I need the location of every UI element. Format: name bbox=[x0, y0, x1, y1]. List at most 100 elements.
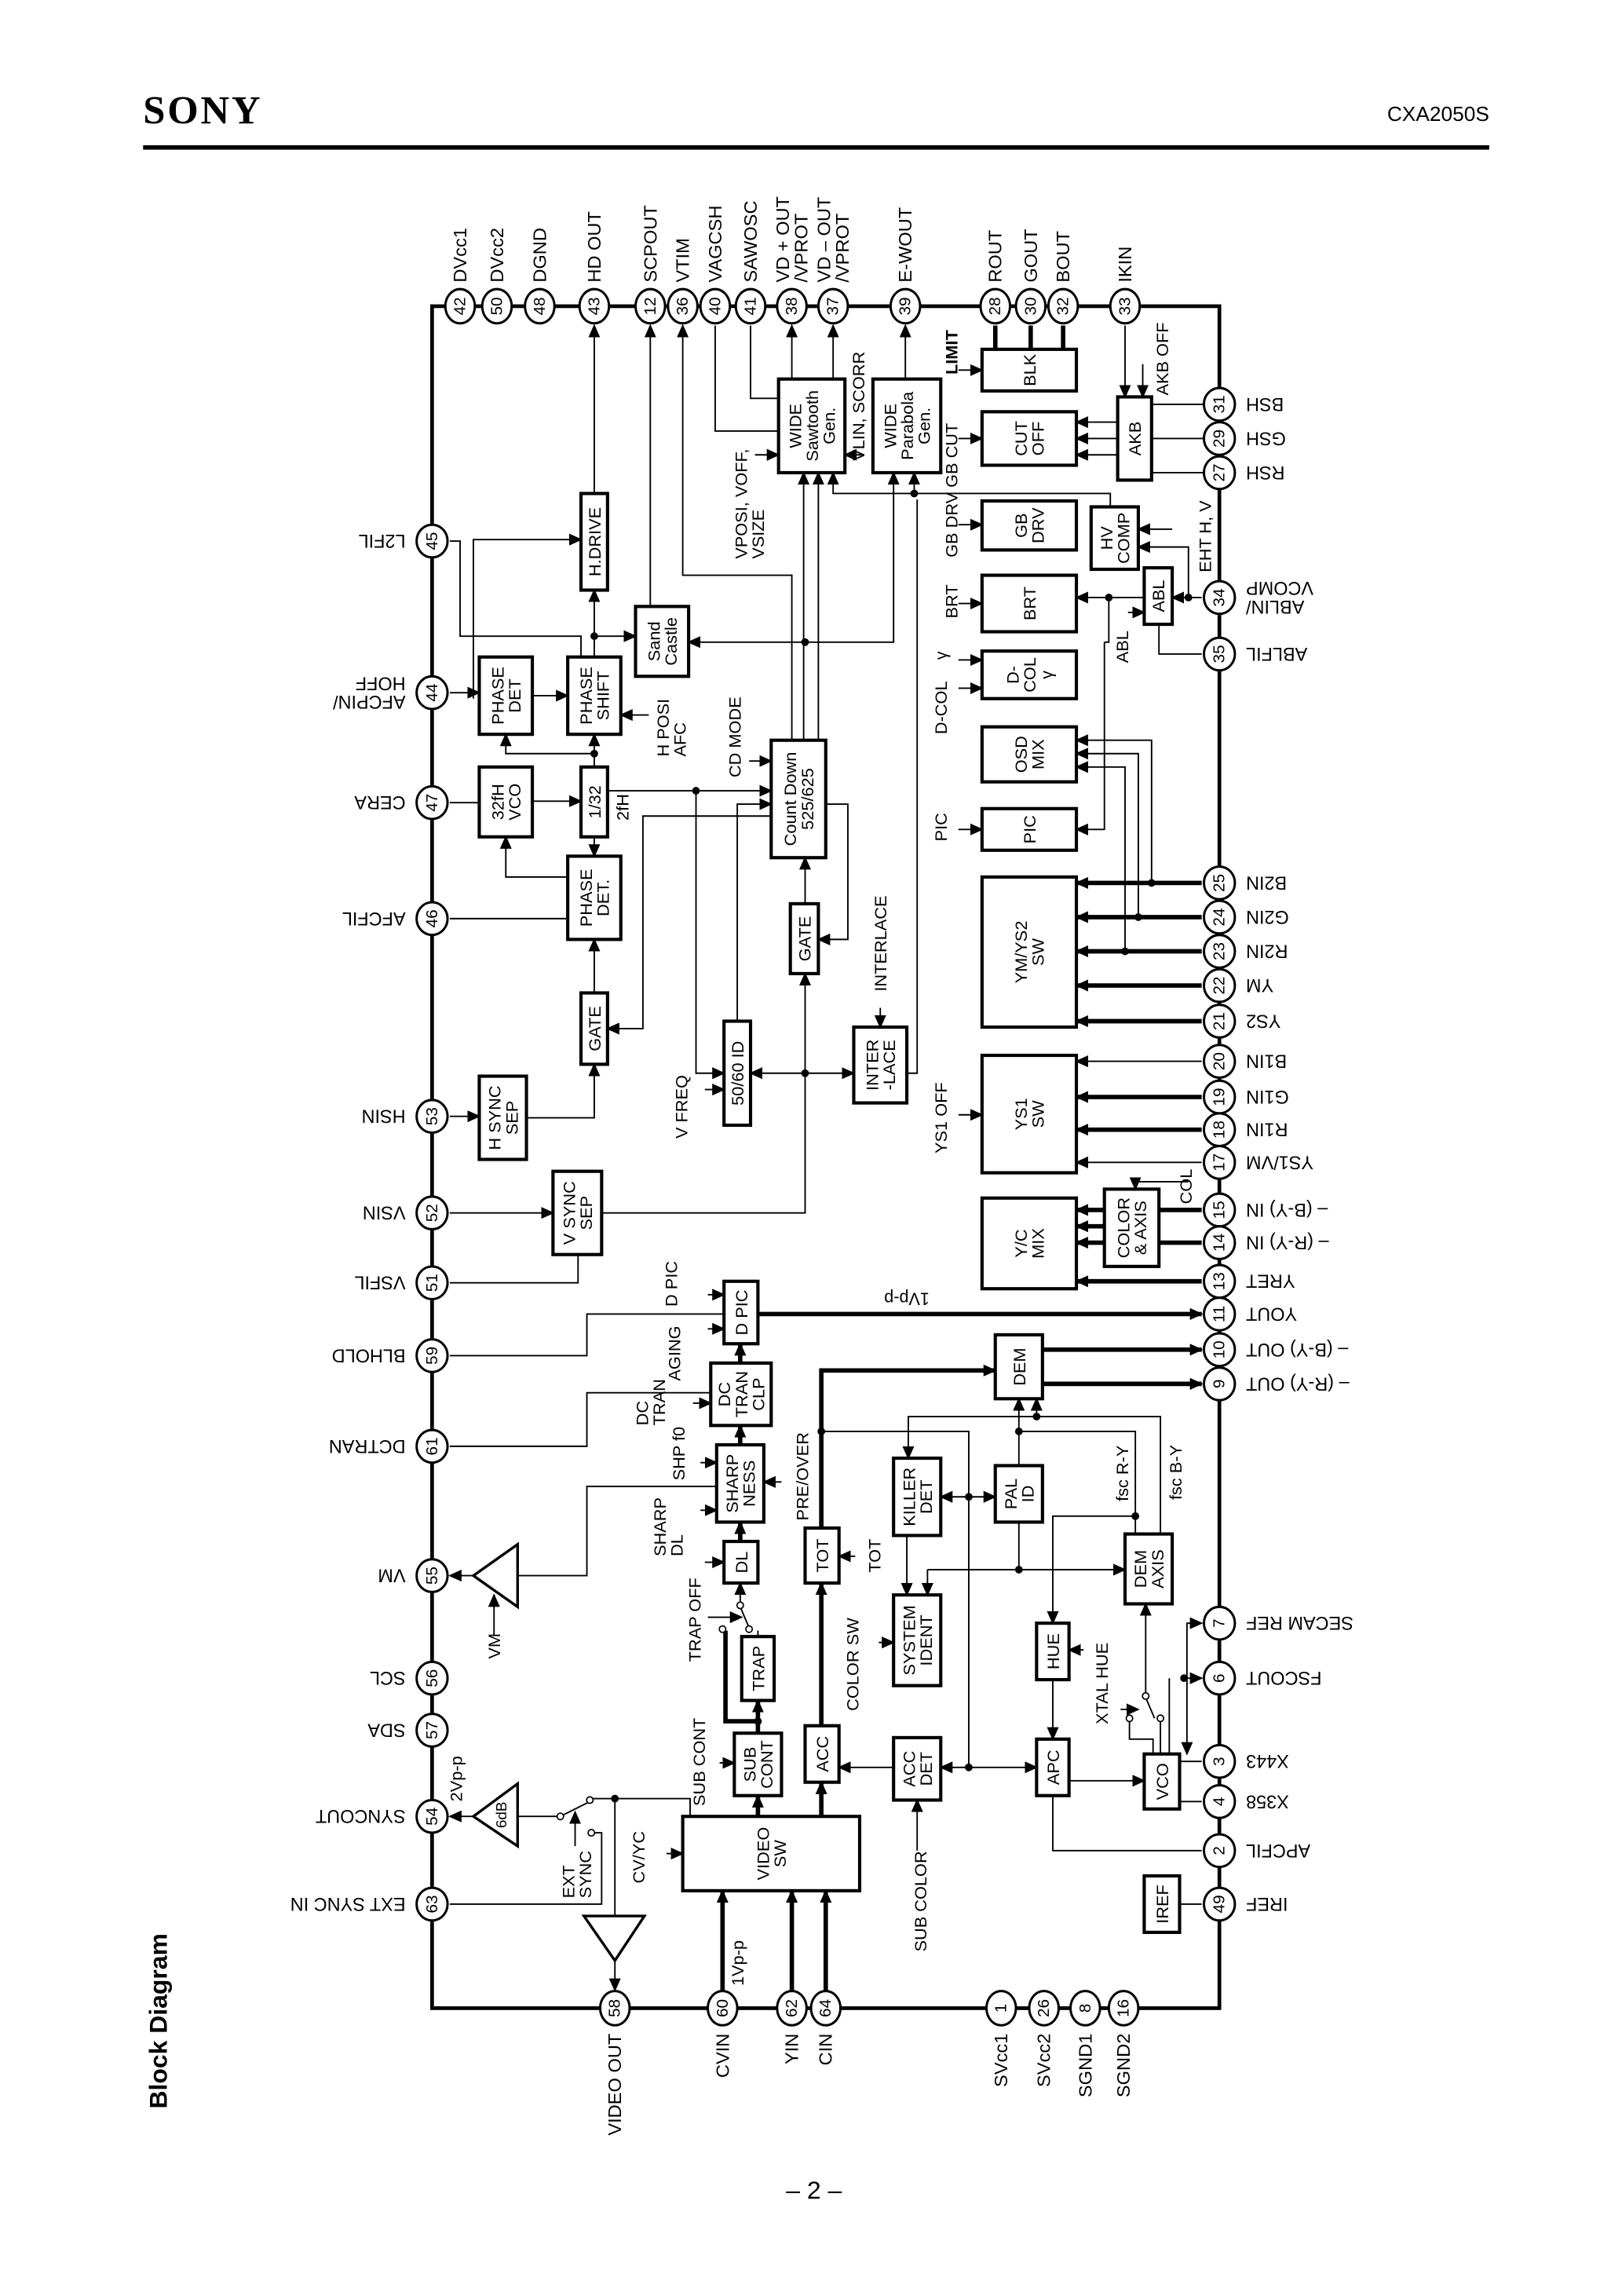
pin-number: 15 bbox=[1211, 1201, 1229, 1219]
switch-contact bbox=[556, 1812, 564, 1821]
signal-label: SHP f0 bbox=[669, 1427, 689, 1481]
block-label-line: ACC bbox=[899, 1751, 919, 1787]
pin-label: AFCFIL bbox=[342, 909, 406, 929]
block-label: WIDEParabolaGen. bbox=[880, 391, 933, 460]
block-box bbox=[579, 991, 609, 1066]
signal-label: INTERLACE bbox=[871, 896, 890, 992]
signal-label-line: GB CUT bbox=[941, 423, 961, 488]
signal-wire bbox=[593, 1797, 691, 1817]
signal-wire bbox=[1181, 1617, 1204, 1756]
block-trap: TRAP bbox=[740, 1635, 776, 1702]
block-abl: ABL bbox=[1142, 566, 1174, 627]
pin-circle bbox=[776, 287, 808, 325]
junction-dot bbox=[1014, 1566, 1023, 1574]
block-label: PHASEDET. bbox=[576, 868, 612, 927]
signal-label-line: DC bbox=[632, 1401, 652, 1425]
signal-label: 1Vp-p bbox=[728, 1940, 747, 1986]
signal-label: YS1 OFF bbox=[931, 1082, 951, 1153]
block-d-pic: D PIC bbox=[722, 1279, 760, 1346]
block-label-line: ABL bbox=[1149, 580, 1168, 612]
block-label: SUBCONT bbox=[740, 1740, 776, 1789]
pin-52: 52 VSIN bbox=[363, 1195, 449, 1231]
signal-wire bbox=[1158, 624, 1202, 655]
pin-circle bbox=[1202, 1660, 1237, 1696]
junction-dot bbox=[1121, 947, 1129, 956]
pin-circle bbox=[480, 287, 513, 325]
pin-label-line: HSIN bbox=[362, 1106, 406, 1127]
block-label-line: DL bbox=[731, 1552, 751, 1574]
pin-label-line: YS2 bbox=[1246, 1011, 1280, 1031]
pin-label-line: SCPOUT bbox=[640, 205, 660, 283]
pin-label-line: VIDEO OUT bbox=[605, 2034, 625, 2136]
block-label-line: H.DRIVE bbox=[584, 507, 604, 576]
pin-circle bbox=[524, 287, 556, 325]
block-label: BLK bbox=[1019, 353, 1039, 386]
block-label-line: DET bbox=[916, 1752, 936, 1786]
pin-label: GSH bbox=[1246, 428, 1286, 448]
pin-label-line: VD + OUT bbox=[773, 196, 793, 283]
signal-wire bbox=[1145, 1697, 1156, 1719]
block-label-line: DRV bbox=[1028, 507, 1047, 543]
block-label-line: MIX bbox=[1028, 1228, 1047, 1259]
pin-number: 21 bbox=[1211, 1012, 1229, 1030]
pin-number: 58 bbox=[606, 1999, 624, 2017]
pin-label: X358 bbox=[1246, 1791, 1289, 1812]
pin-circle bbox=[1202, 1833, 1237, 1869]
block-box bbox=[788, 901, 820, 975]
pin-number: 52 bbox=[423, 1204, 441, 1222]
pin-number: 23 bbox=[1211, 942, 1229, 960]
pin-circle bbox=[1202, 1605, 1237, 1641]
pin-label-line: B2IN bbox=[1246, 872, 1287, 893]
signal-wire bbox=[1128, 1721, 1154, 1754]
block-box bbox=[477, 765, 535, 839]
pin-39: 39E-WOUT bbox=[889, 207, 922, 325]
pin-circle bbox=[1202, 1004, 1237, 1039]
pin-circle bbox=[1202, 967, 1237, 1004]
pin-circle bbox=[1202, 1886, 1237, 1922]
block-label: 50/60 ID bbox=[728, 1041, 747, 1106]
block-label: INTER-LACE bbox=[862, 1040, 898, 1091]
block-dc-tran-clp: DCTRANCLP bbox=[709, 1361, 773, 1428]
block-label: HUE bbox=[1043, 1633, 1063, 1669]
block-divider-1-32: 1/32 bbox=[579, 765, 609, 839]
signal-label-line: VSIZE bbox=[747, 510, 767, 559]
pin-label: VSIN bbox=[363, 1203, 406, 1223]
pin-label: BOUT bbox=[1053, 231, 1073, 283]
pin-label: – (B-Y) OUT bbox=[1246, 1340, 1348, 1360]
block-hv-comp: HVCOMP bbox=[1089, 505, 1140, 572]
pin-circle bbox=[809, 1990, 842, 2027]
block-label: 1/32 bbox=[584, 785, 604, 818]
pin-circle bbox=[598, 1990, 631, 2027]
pin-number: 42 bbox=[451, 297, 469, 315]
pin-label: HD OUT bbox=[584, 211, 605, 283]
block-label-line: VCO bbox=[1153, 1763, 1172, 1800]
block-box bbox=[709, 1361, 773, 1428]
pin-label-line: IKIN bbox=[1115, 247, 1135, 283]
pin-label: G2IN bbox=[1246, 907, 1289, 927]
block-h-drive: H.DRIVE bbox=[579, 492, 609, 592]
signal-label: VLIN, SCORR bbox=[849, 352, 868, 461]
signal-label: TRAP OFF bbox=[685, 1578, 704, 1662]
block-gate-h: GATE bbox=[579, 991, 609, 1066]
pin-circle bbox=[1202, 1044, 1237, 1079]
pin-number: 8 bbox=[1076, 2004, 1094, 2013]
junction-dot bbox=[1131, 1512, 1140, 1520]
pin-label: SECAM REF bbox=[1246, 1613, 1353, 1633]
block-box bbox=[566, 655, 623, 737]
block-label-line: CLP bbox=[748, 1377, 768, 1410]
pin-circle bbox=[816, 287, 849, 325]
block-label-line: γ bbox=[1036, 671, 1056, 679]
pin-circle bbox=[1202, 865, 1237, 901]
block-label: VIDEOSW bbox=[753, 1827, 789, 1881]
pin-number: 57 bbox=[423, 1721, 441, 1739]
signal-label-line: SHARP bbox=[650, 1497, 670, 1556]
